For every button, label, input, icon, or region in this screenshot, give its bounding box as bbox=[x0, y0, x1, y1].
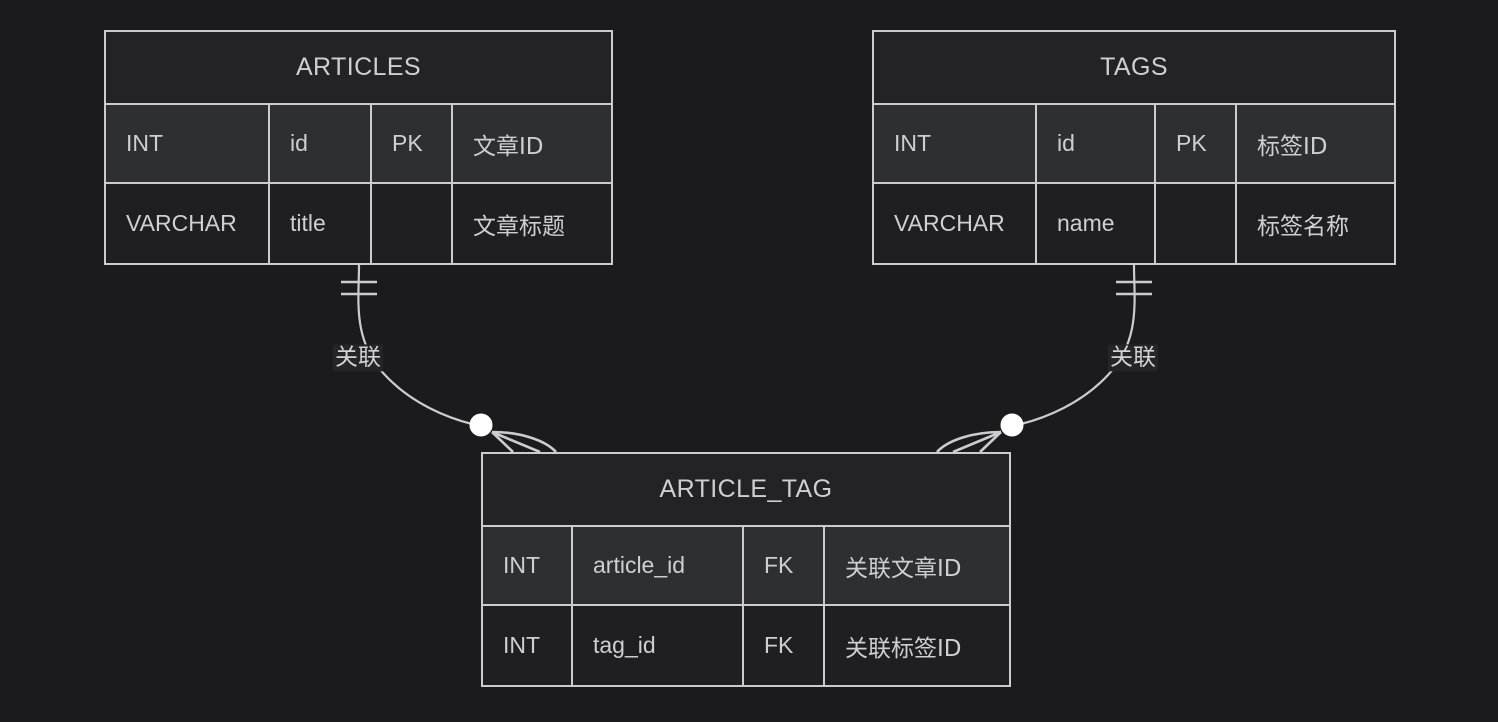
cardinality-zero-or-more-right bbox=[936, 413, 1024, 454]
attribute-type: INT bbox=[106, 105, 270, 182]
attribute-type: INT bbox=[483, 527, 573, 604]
attribute-type: INT bbox=[483, 606, 573, 685]
attribute-comment: 文章标题 bbox=[473, 213, 565, 240]
attribute-field: article_id bbox=[573, 527, 744, 604]
attribute-type: INT bbox=[874, 105, 1037, 182]
relationship-tags-article-tag bbox=[936, 264, 1152, 454]
entity-article-tag[interactable]: ARTICLE_TAG INT article_id FK 关联文章ID INT… bbox=[481, 452, 1011, 687]
attribute-comment: 标签名称 bbox=[1257, 213, 1349, 240]
cardinality-zero-or-more-left bbox=[469, 413, 557, 454]
attribute-comment: 文章ID bbox=[473, 133, 544, 160]
attribute-field: tag_id bbox=[573, 606, 744, 685]
table-row[interactable]: INT id PK 标签ID bbox=[874, 105, 1394, 184]
entity-title-article-tag: ARTICLE_TAG bbox=[483, 454, 1009, 527]
attribute-field: id bbox=[270, 105, 372, 182]
relationship-articles-article-tag bbox=[341, 264, 557, 454]
attribute-field: title bbox=[270, 184, 372, 263]
cardinality-exactly-one-left bbox=[341, 280, 377, 296]
attribute-type: VARCHAR bbox=[874, 184, 1037, 263]
attribute-comment: 关联标签ID bbox=[845, 635, 962, 662]
relationship-line-right bbox=[1020, 264, 1136, 426]
table-row[interactable]: VARCHAR title 文章标题 bbox=[106, 184, 611, 263]
table-row[interactable]: INT tag_id FK 关联标签ID bbox=[483, 606, 1009, 685]
table-row[interactable]: VARCHAR name 标签名称 bbox=[874, 184, 1394, 263]
entity-tags[interactable]: TAGS INT id PK 标签ID VARCHAR name 标签名称 bbox=[872, 30, 1396, 265]
attribute-key: PK bbox=[372, 105, 453, 182]
cardinality-exactly-one-right bbox=[1116, 280, 1152, 296]
attribute-key bbox=[372, 184, 453, 263]
relationship-label-left: 关联 bbox=[333, 344, 383, 372]
entity-title-tags: TAGS bbox=[874, 32, 1394, 105]
attribute-comment: 标签ID bbox=[1257, 133, 1328, 160]
attribute-key: FK bbox=[744, 606, 825, 685]
attribute-field: name bbox=[1037, 184, 1156, 263]
relationship-label-right: 关联 bbox=[1108, 344, 1158, 372]
relationship-line-left bbox=[357, 264, 473, 426]
attribute-key: PK bbox=[1156, 105, 1237, 182]
entity-title-articles: ARTICLES bbox=[106, 32, 611, 105]
zero-circle-left bbox=[469, 413, 493, 437]
attribute-type: VARCHAR bbox=[106, 184, 270, 263]
zero-circle-right bbox=[1000, 413, 1024, 437]
attribute-key: FK bbox=[744, 527, 825, 604]
table-row[interactable]: INT article_id FK 关联文章ID bbox=[483, 527, 1009, 606]
attribute-key bbox=[1156, 184, 1237, 263]
attribute-field: id bbox=[1037, 105, 1156, 182]
entity-articles[interactable]: ARTICLES INT id PK 文章ID VARCHAR title 文章… bbox=[104, 30, 613, 265]
attribute-comment: 关联文章ID bbox=[845, 555, 962, 582]
table-row[interactable]: INT id PK 文章ID bbox=[106, 105, 611, 184]
